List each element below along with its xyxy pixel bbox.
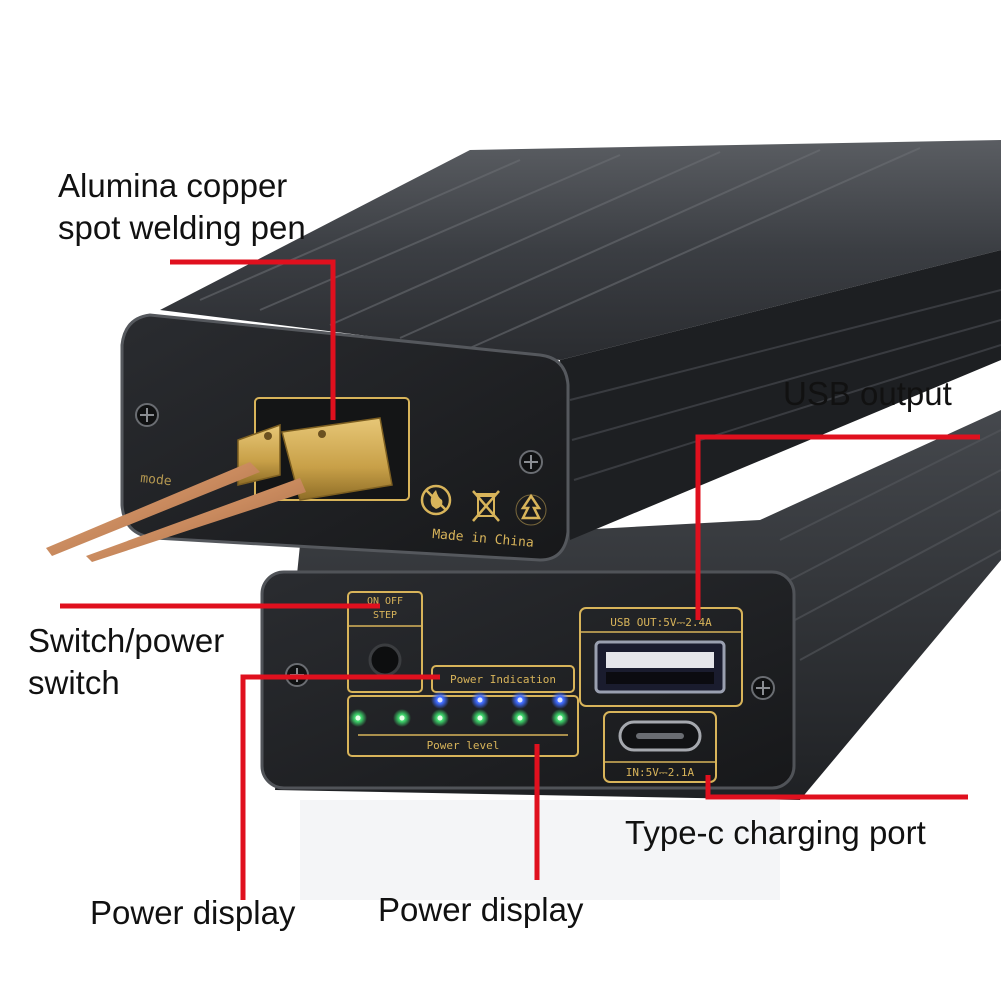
power-switch-button[interactable] xyxy=(368,643,402,677)
usb-a-port[interactable] xyxy=(594,640,726,694)
screw-icon xyxy=(519,450,543,474)
copper-welding-needle xyxy=(46,462,260,556)
callout-welding-pen: Alumina copper spot welding pen xyxy=(58,165,306,249)
lower-unit: ON OFF STEP Power Indication Power level… xyxy=(260,410,1001,900)
callout-type-c-port: Type-c charging port xyxy=(625,814,926,851)
brass-electrode-block xyxy=(281,417,393,501)
led-green xyxy=(557,715,563,721)
callout-welding-pen-line2: spot welding pen xyxy=(58,209,306,246)
led-blue xyxy=(437,697,443,703)
led-blue xyxy=(477,697,483,703)
callout-line-type-c xyxy=(705,775,968,800)
model-label-fragment: mode xyxy=(140,471,173,489)
callout-usb-output: USB output xyxy=(783,375,952,412)
led-green xyxy=(477,715,483,721)
screw-icon xyxy=(135,403,159,427)
callout-switch: Switch/power switch xyxy=(28,620,224,704)
callout-power-display-left: Power display xyxy=(90,894,296,931)
switch-label-line1: ON OFF xyxy=(367,596,403,607)
callout-switch-line1: Switch/power xyxy=(28,622,225,659)
led-green xyxy=(355,715,361,721)
usb-c-port[interactable] xyxy=(618,720,702,752)
weee-bin-icon xyxy=(472,490,500,522)
switch-frame xyxy=(347,591,423,693)
led-green xyxy=(437,715,443,721)
no-fire-icon xyxy=(420,484,452,516)
upper-unit: mode Made in China xyxy=(46,140,1001,562)
led-green xyxy=(399,715,405,721)
led-blue xyxy=(517,697,523,703)
callout-welding-pen-line1: Alumina copper xyxy=(58,167,288,204)
copper-welding-needle xyxy=(86,478,306,562)
callout-switch-line2: switch xyxy=(28,664,120,701)
power-indication-label: Power Indication xyxy=(450,673,556,686)
callout-line-usb-output xyxy=(695,434,980,620)
callout-power-display-right: Power display xyxy=(378,891,584,928)
led-blue xyxy=(557,697,563,703)
recycle-icon xyxy=(515,493,547,526)
switch-label-line2: STEP xyxy=(373,610,397,621)
usb-in-rating: IN:5V⎓2.1A xyxy=(626,766,695,779)
callout-lines xyxy=(60,259,980,900)
usb-out-rating: USB OUT:5V⎓2.4A xyxy=(610,616,712,629)
screw-icon xyxy=(751,676,775,700)
led-indicators xyxy=(349,691,569,727)
power-level-label: Power level xyxy=(427,739,500,752)
led-green xyxy=(517,715,523,721)
callout-line-power-display-left xyxy=(240,674,440,900)
callout-line-welding-pen xyxy=(170,259,336,420)
